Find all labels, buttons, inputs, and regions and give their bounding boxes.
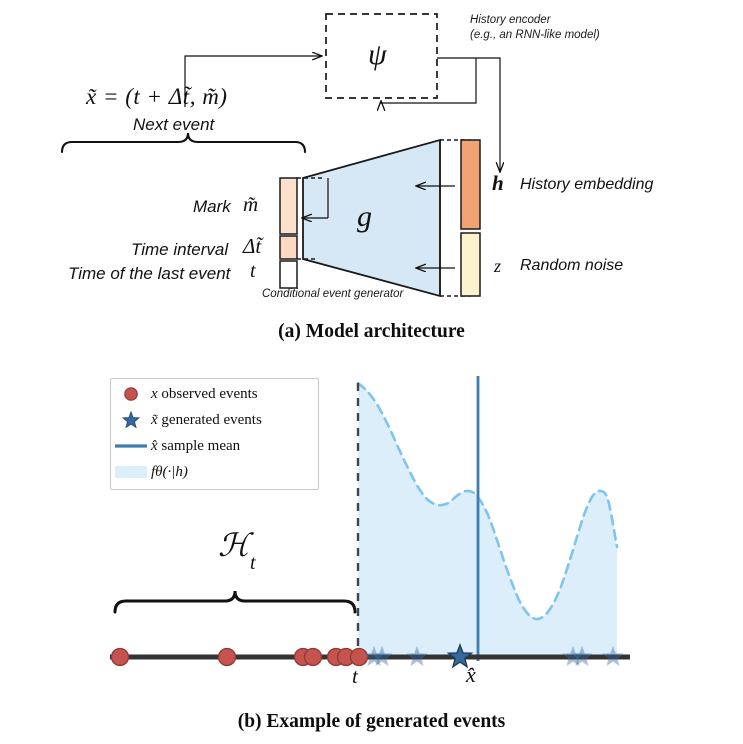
observed-event-marker xyxy=(349,647,369,667)
generator-symbol-g: g xyxy=(357,200,372,233)
legend-label-sample-mean: x̂ sample mean xyxy=(151,437,241,454)
observed-event-marker xyxy=(303,647,323,667)
history-label-subscript: t xyxy=(250,552,256,574)
last-event-time-bar xyxy=(279,260,298,289)
chart-legend: x observed events x̃ generated events x̂… xyxy=(110,378,319,490)
history-encoder-box xyxy=(325,13,438,99)
input-label-last-event-time: Time of the last event xyxy=(68,264,231,283)
legend-item-sample-mean: x̂ sample mean xyxy=(111,435,318,457)
star-marker xyxy=(111,411,151,429)
generated-event-marker xyxy=(363,645,385,667)
legend-label-observed: x observed events xyxy=(151,385,258,402)
next-event-brace xyxy=(60,132,307,154)
density-curve xyxy=(356,381,619,621)
history-brace xyxy=(113,590,357,614)
observed-event-marker xyxy=(110,647,130,667)
legend-label-density: fθ(·|h) xyxy=(151,463,188,480)
next-event-equation: x̃ = (t + Δt̃, m̃) xyxy=(86,84,228,109)
time-interval-bar xyxy=(279,235,298,260)
history-embedding-symbol: h xyxy=(492,171,504,195)
random-noise-label: Random noise xyxy=(520,257,624,274)
axis-tick-label-t: t xyxy=(352,664,358,688)
generated-event-marker xyxy=(406,645,428,667)
line-marker xyxy=(111,441,151,451)
encoder-symbol-psi: ψ xyxy=(368,38,387,71)
legend-item-generated: x̃ generated events xyxy=(111,409,318,431)
input-label-time-interval: Time interval xyxy=(131,240,229,259)
observed-event-marker xyxy=(217,647,237,667)
generated-event-marker xyxy=(562,645,584,667)
input-symbol-last-event-time: t xyxy=(250,260,256,282)
generated-event-marker xyxy=(602,645,624,667)
input-label-mark: Mark xyxy=(193,197,231,216)
generator-note: Conditional event generator xyxy=(262,288,404,300)
legend-item-density: fθ(·|h) xyxy=(111,461,318,483)
area-swatch xyxy=(111,465,151,479)
generated-event-marker xyxy=(571,645,593,667)
next-event-sublabel: Next event xyxy=(133,115,215,134)
encoder-feedback-arrow xyxy=(381,58,477,103)
legend-item-observed: x observed events xyxy=(111,383,318,405)
history-embedding-label: History embedding xyxy=(520,176,654,193)
density-area-fill xyxy=(358,383,617,657)
history-embedding-bar xyxy=(460,139,481,230)
circle-marker xyxy=(111,386,151,402)
generated-event-marker-highlight xyxy=(446,643,474,669)
input-symbol-mark: m̃ xyxy=(243,192,259,216)
event-markers xyxy=(110,643,624,669)
generated-event-marker xyxy=(371,645,393,667)
equation-to-encoder-arrow xyxy=(184,56,322,107)
encoder-to-h-arrow xyxy=(437,57,500,172)
input-symbol-time-interval: Δt̃ xyxy=(243,234,262,258)
panel-b-caption: (b) Example of generated events xyxy=(237,711,506,732)
random-noise-bar xyxy=(460,232,481,297)
history-encoder-note-line1: History encoder xyxy=(470,14,551,26)
mark-bar xyxy=(279,177,298,235)
random-noise-symbol: z xyxy=(494,256,502,276)
history-label-H: ℋ xyxy=(218,527,250,563)
axis-tick-label-xhat: x̂ xyxy=(466,662,476,687)
legend-label-generated: x̃ generated events xyxy=(151,411,262,428)
panel-a-caption: (a) Model architecture xyxy=(278,321,465,342)
history-encoder-note-line2: (e.g., an RNN-like model) xyxy=(470,29,600,41)
